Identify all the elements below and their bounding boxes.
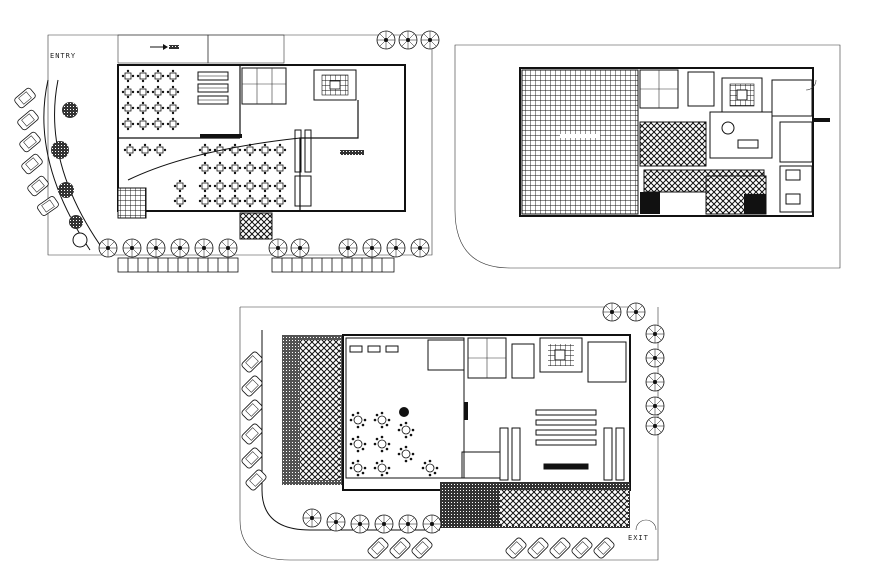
upper-floor-plan [454,44,841,269]
parking-left-3 [240,350,268,492]
stair-core [313,69,357,101]
seating-area-2 [639,121,707,167]
toilet-block [241,67,287,105]
entry-block-2 [207,34,285,64]
hall-grid [521,69,639,215]
auditorium-seating [499,409,625,481]
booth-tables [197,71,229,105]
alternate-floor-plan: EXIT [239,302,665,561]
trees-top [376,30,440,50]
entry-label: ENTRY [50,52,76,60]
counter [340,150,364,155]
shrubs-left [51,102,88,248]
entry-patio [239,212,273,240]
ground-floor-plan: ENTRY [13,30,440,273]
trees-bottom [98,238,430,258]
entrance-stair [117,187,147,219]
exit-label: EXIT [628,534,649,542]
parking-bottom-3 [366,536,616,560]
reception-2 [709,111,773,159]
entry-arrow-icon [150,44,179,50]
site-boundary-3 [239,306,659,561]
parking-bottom [117,257,395,273]
site-boundary [47,34,433,256]
trees-bottom-3 [302,508,442,534]
stair-core-3 [539,337,583,373]
site-boundary-2 [454,44,841,269]
